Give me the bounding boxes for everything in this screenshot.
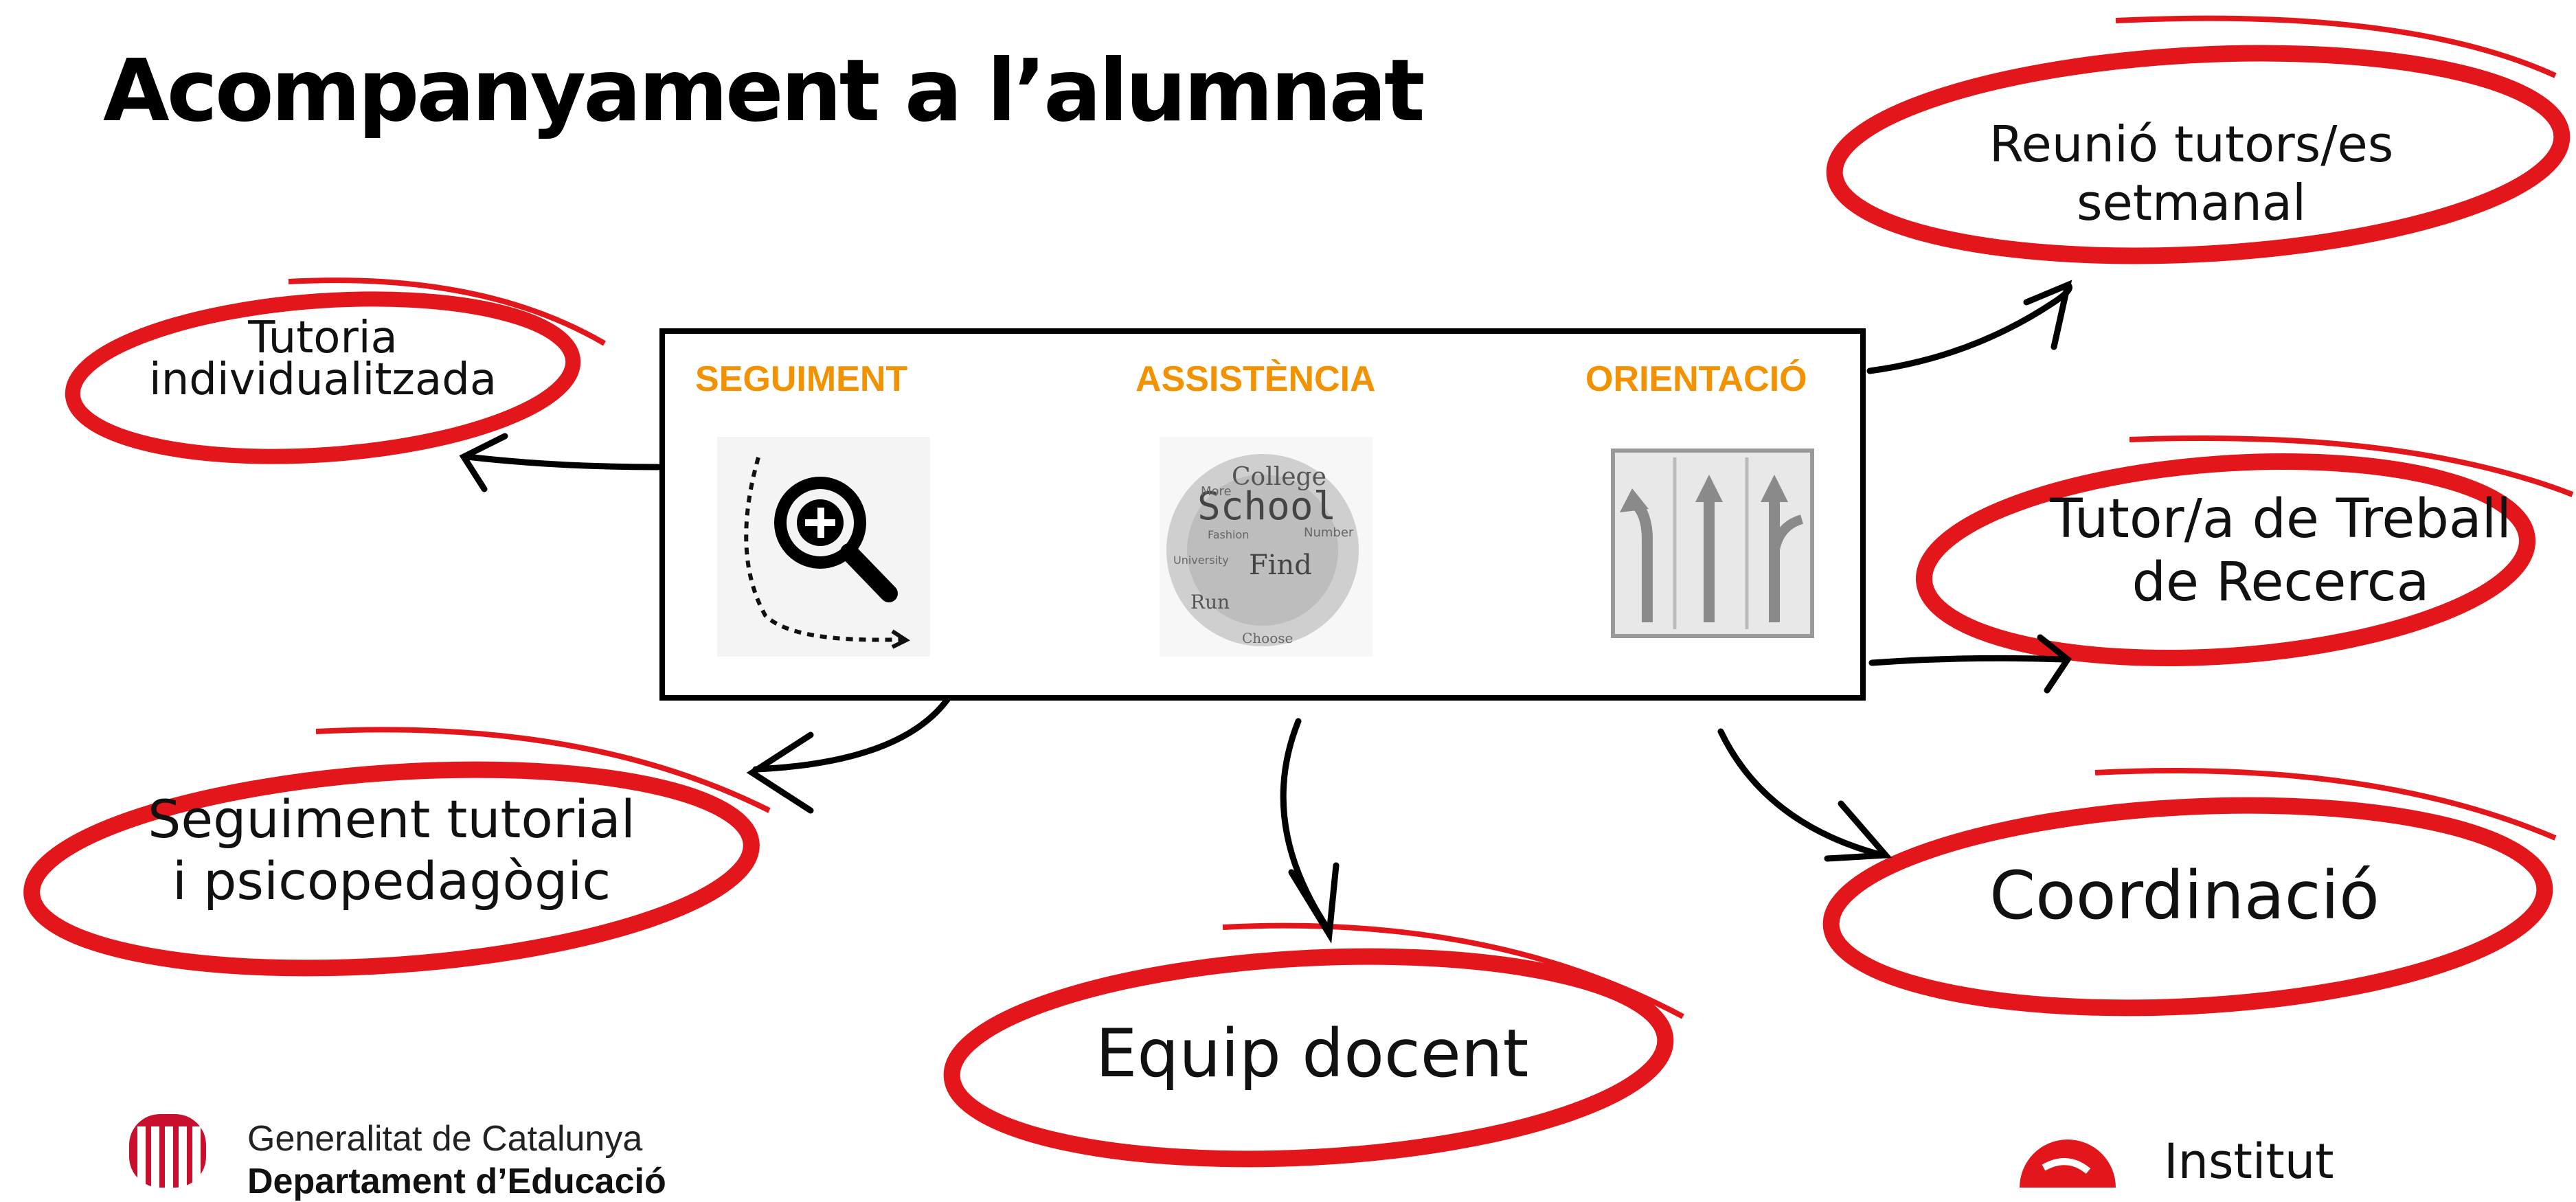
arrow-to-treball-head xyxy=(2037,634,2072,694)
node-seguiment: Seguiment tutorial i psicopedagògic xyxy=(148,789,635,911)
node-equip: Equip docent xyxy=(1095,1015,1529,1092)
cloud-word-find: Find xyxy=(1249,549,1312,581)
cloud-word-college: College xyxy=(1232,463,1326,491)
ellipse-treball xyxy=(1915,435,2574,666)
arrow-to-treball xyxy=(1868,655,2068,666)
category-orientacio-title: ORIENTACIÓ xyxy=(1585,359,1807,399)
arrow-to-coordinacio xyxy=(1717,728,1886,859)
footer-departament: Departament d’Educació xyxy=(247,1161,666,1201)
arrow-to-tutoria xyxy=(464,453,662,470)
cloud-word-school: School xyxy=(1197,484,1336,529)
category-assistencia-title: ASSISTÈNCIA xyxy=(1136,359,1376,399)
institut-logo-icon xyxy=(2020,1139,2116,1188)
magnifier-plus-icon xyxy=(717,437,930,657)
ellipse-seguiment xyxy=(23,727,771,977)
ellipse-tutoria xyxy=(65,277,607,464)
cloud-word-choose: Choose xyxy=(1242,630,1293,646)
node-coordinacio: Coordinació xyxy=(1989,857,2380,934)
center-box: SEGUIMENT ASSISTÈNCIA ORIENTACIÓ College… xyxy=(659,328,1866,701)
arrow-to-seguiment-head xyxy=(746,732,814,814)
word-cloud-image: College School Find Run Choose More Fash… xyxy=(1160,437,1372,657)
footer-generalitat: Generalitat de Catalunya xyxy=(247,1119,643,1159)
ellipse-equip xyxy=(943,922,1684,1168)
arrow-to-reunio-head xyxy=(2023,280,2072,350)
footer-institut: Institut xyxy=(2164,1133,2334,1190)
node-tutoria: Tutoria individualitzada xyxy=(148,313,497,405)
arrow-to-tutoria-head xyxy=(459,433,508,492)
cloud-word-university: University xyxy=(1173,554,1229,567)
cloud-word-number: Number xyxy=(1304,525,1354,540)
ellipse-reunio xyxy=(1826,15,2571,264)
arrow-to-seguiment xyxy=(752,690,955,773)
node-reunio: Reunió tutors/es setmanal xyxy=(1989,115,2394,231)
cloud-word-more: More xyxy=(1201,484,1232,499)
road-sign-lanes-icon xyxy=(1606,437,1819,657)
arrow-to-equip-head xyxy=(1288,862,1340,944)
cloud-word-run: Run xyxy=(1190,591,1230,613)
generalitat-logo-icon xyxy=(129,1114,206,1188)
category-seguiment-title: SEGUIMENT xyxy=(695,359,908,399)
cloud-word-fashion: Fashion xyxy=(1208,528,1249,541)
arrow-to-coordinacio-head xyxy=(1824,800,1893,862)
ellipse-coordinacio xyxy=(1822,768,2557,1017)
page-title: Acompanyament a l’alumnat xyxy=(103,41,1425,141)
node-treball: Tutor/a de Treball de Recerca xyxy=(2050,488,2511,614)
